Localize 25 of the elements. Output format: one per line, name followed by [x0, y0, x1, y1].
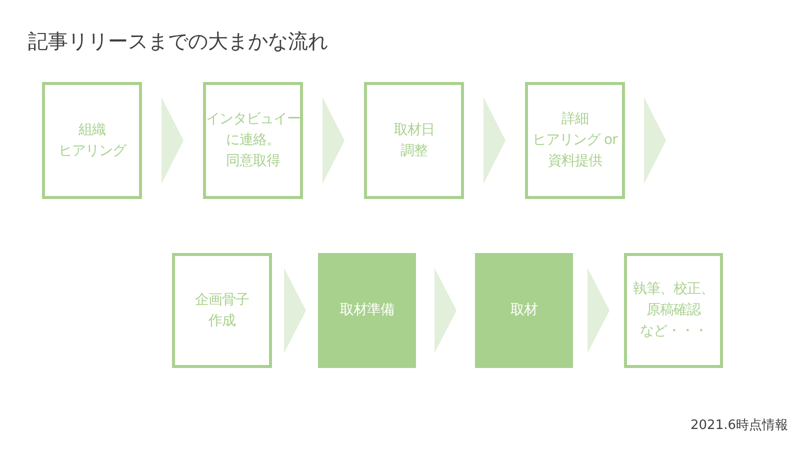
date-note: 2021.6時点情報	[690, 417, 788, 434]
chevron-arrow	[162, 97, 184, 184]
chevron-arrow	[284, 268, 306, 354]
step-box	[172, 253, 272, 368]
chevron-arrow	[644, 97, 666, 184]
highlighted-step-box	[318, 253, 416, 368]
step-box	[364, 82, 464, 199]
title: 記事リリースまでの大まかな流れ	[28, 28, 328, 55]
step-label: 執筆、校正、原稿確認など・・・	[633, 280, 714, 341]
step-box	[203, 82, 303, 199]
step-box	[42, 82, 142, 199]
step-box	[525, 82, 625, 199]
chevron-arrow	[322, 97, 344, 184]
step-box	[624, 253, 723, 368]
step-label: インタビュイーに連絡。同意取得	[206, 110, 300, 171]
step-label: 取材準備	[340, 301, 394, 320]
step-label: 詳細ヒアリング or 資料提供	[532, 110, 618, 171]
chevron-arrow	[434, 268, 456, 354]
step-label: 組織ヒアリング	[58, 120, 126, 160]
step-label: 取材	[510, 301, 538, 320]
step-label: 企画骨子作成	[195, 290, 249, 330]
chevron-arrow	[588, 268, 610, 354]
highlighted-step-box	[475, 253, 573, 368]
step-label: 取材日調整	[394, 120, 434, 160]
chevron-arrow	[484, 97, 506, 184]
